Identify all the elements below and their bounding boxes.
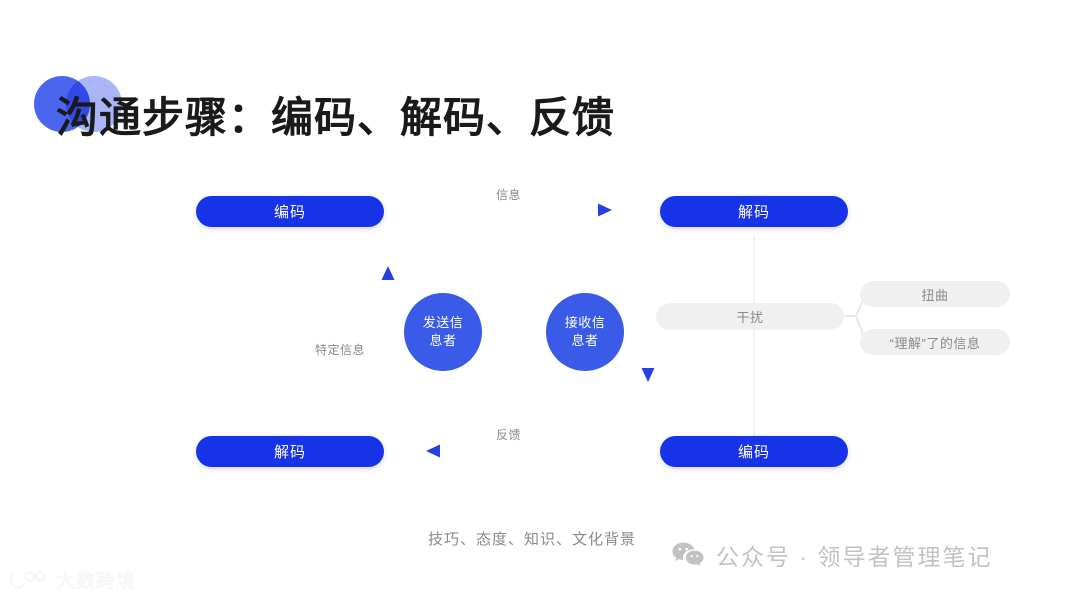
node-encode-bottom-label: 编码: [737, 444, 770, 461]
node-sender-label: 发送信 息者: [421, 314, 465, 349]
title-decoration: [34, 76, 142, 132]
watermark-text: 大数跨境: [56, 571, 137, 592]
node-encode-top-label: 编码: [273, 204, 306, 221]
arrow-decoding-flow: [641, 228, 655, 382]
edge-label-information: 信息: [496, 188, 522, 202]
watermark: 大数跨境: [8, 566, 136, 593]
deco-circle-right-icon: [66, 76, 122, 132]
arrow-specific-info: [381, 266, 395, 440]
node-encode-top[interactable]: 编码: [196, 196, 384, 227]
node-receiver-label: 接收信 息者: [563, 314, 607, 349]
node-noise-understood[interactable]: “理解”了的信息: [860, 329, 1010, 355]
wechat-icon: [672, 542, 704, 566]
node-decode-bottom[interactable]: 解码: [196, 436, 384, 467]
dashu-logo-icon: [9, 570, 46, 589]
node-noise-distortion[interactable]: 扭曲: [860, 281, 1010, 307]
diagram-caption-text: 技巧、态度、知识、文化背景: [427, 531, 636, 548]
node-encode-bottom[interactable]: 编码: [660, 436, 848, 467]
node-receiver[interactable]: 接收信 息者: [546, 293, 624, 371]
node-sender-label-line2: 息者: [429, 333, 457, 348]
edge-label-feedback: 反馈: [496, 428, 522, 442]
node-receiver-label-line2: 息者: [571, 333, 599, 348]
wechat-credit: 公众号 · 领导者管理笔记: [672, 538, 992, 572]
node-noise-distortion-label: 扭曲: [921, 287, 949, 303]
edge-label-specific-info: 特定信息: [315, 343, 366, 357]
node-decode-top[interactable]: 解码: [660, 196, 848, 227]
arrow-feedback: [426, 444, 616, 458]
diagram-caption: 技巧、态度、知识、文化背景: [0, 528, 1080, 549]
node-sender[interactable]: 发送信 息者: [404, 293, 482, 371]
node-sender-label-line1: 发送信: [422, 315, 464, 331]
node-receiver-label-line1: 接收信: [564, 315, 606, 331]
page-title: 沟通步骤：编码、解码、反馈: [56, 94, 616, 141]
node-decode-bottom-label: 解码: [273, 444, 306, 461]
arrow-information: [430, 203, 612, 217]
node-noise[interactable]: 干扰: [656, 303, 844, 330]
wechat-credit-text: 公众号 · 领导者管理笔记: [716, 544, 993, 570]
node-decode-top-label: 解码: [737, 204, 770, 221]
node-noise-understood-label: “理解”了的信息: [889, 335, 981, 351]
node-noise-label: 干扰: [736, 310, 764, 325]
